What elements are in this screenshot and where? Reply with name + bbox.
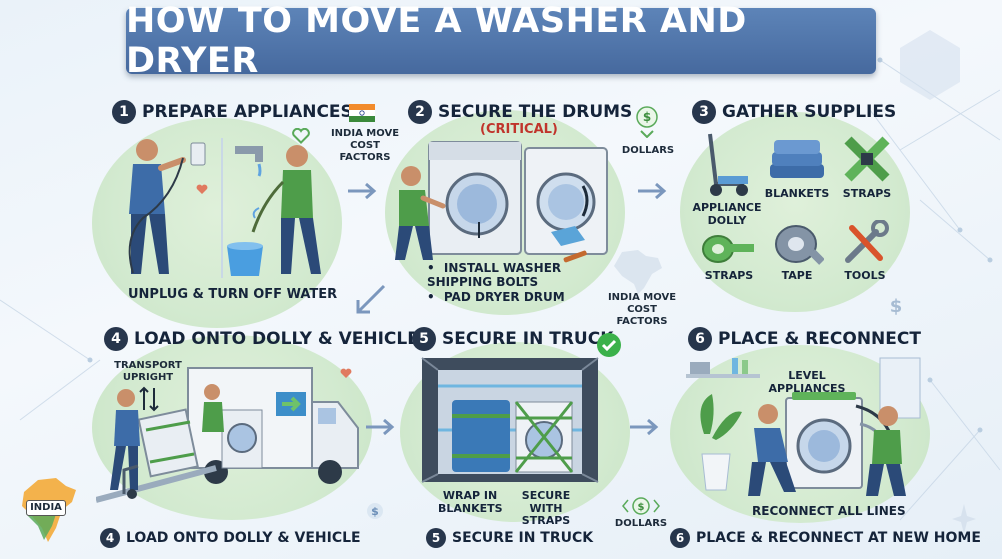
level-appliances-note: LEVEL APPLIANCES <box>768 369 846 395</box>
page-title: HOW TO MOVE A WASHER AND DRYER <box>126 1 747 81</box>
india-text: INDIA <box>30 502 62 513</box>
arrow-right-icon <box>348 182 377 200</box>
step-number: 4 <box>100 528 120 548</box>
heart-icon <box>196 184 208 194</box>
step-label: SECURE IN TRUCK <box>442 329 614 349</box>
chevron-down-icon <box>640 130 654 138</box>
step-number: 6 <box>670 528 690 548</box>
strap-roll-icon <box>702 235 754 263</box>
india-flag-icon <box>349 104 375 122</box>
bottom-caption-6: 6 PLACE & RECONNECT AT NEW HOME <box>670 528 981 548</box>
arrow-right-icon <box>366 418 395 436</box>
supply-label-straps-1: STRAPS <box>842 187 892 200</box>
step-number: 4 <box>104 327 128 351</box>
step-2-bullet-1: INSTALL WASHER SHIPPING BOLTS <box>427 261 577 290</box>
dollar-badge-icon: $ <box>367 503 383 519</box>
svg-text:$: $ <box>371 505 379 518</box>
heart-icon <box>292 128 310 144</box>
step-number: 6 <box>688 327 712 351</box>
arrow-right-icon <box>630 418 659 436</box>
step-6-caption: RECONNECT ALL LINES <box>752 504 906 518</box>
supply-label-straps-2: STRAPS <box>704 269 754 282</box>
svg-text:$: $ <box>638 502 645 513</box>
tape-icon <box>775 225 824 265</box>
dollar-exchange-icon: $ <box>622 497 660 515</box>
tools-icon <box>845 220 889 263</box>
step-label: PLACE & RECONNECT <box>718 329 921 349</box>
blankets-icon <box>770 140 824 178</box>
straps-icon <box>844 136 890 182</box>
truck-interior-illustration <box>421 357 599 483</box>
loading-truck-illustration <box>96 367 359 503</box>
step-label: SECURE THE DRUMS <box>438 102 633 122</box>
svg-text:$: $ <box>890 296 903 316</box>
step-2-critical-note: (CRITICAL) <box>480 122 558 137</box>
title-banner: HOW TO MOVE A WASHER AND DRYER <box>126 1 876 81</box>
step-6-header: 6 PLACE & RECONNECT <box>688 327 921 351</box>
step-2-header: 2 SECURE THE DRUMS <box>408 100 632 124</box>
step-1-header: 1 PREPARE APPLIANCES <box>112 100 353 124</box>
supply-label-tools: TOOLS <box>844 269 886 282</box>
step-4-header: 4 LOAD ONTO DOLLY & VEHICLE <box>104 327 419 351</box>
bullet-text: INSTALL WASHER SHIPPING BOLTS <box>427 261 562 289</box>
step-5-caption-wrap: WRAP IN BLANKETS <box>438 489 503 515</box>
step-1-caption: UNPLUG & TURN OFF WATER <box>128 287 338 302</box>
step-2-bullet-2: PAD DRYER DRUM <box>427 290 565 305</box>
sparkle-icon <box>952 504 976 534</box>
reconnect-illustration <box>686 357 921 496</box>
arrow-right-icon <box>638 182 667 200</box>
india-move-cost-label-middle: INDIA MOVE COST FACTORS <box>607 292 677 327</box>
india-map-watermark <box>614 250 662 294</box>
step-3-header: 3 GATHER SUPPLIES <box>692 100 896 124</box>
supply-label-blankets: BLANKETS <box>764 187 830 200</box>
heart-icon <box>340 368 352 378</box>
step-number: 1 <box>112 100 136 124</box>
bullet-text: PAD DRYER DRUM <box>443 290 565 304</box>
arrow-down-left-icon <box>356 284 386 314</box>
supply-label-dolly: APPLIANCE DOLLY <box>692 201 762 227</box>
bottom-caption-label: LOAD ONTO DOLLY & VEHICLE <box>126 530 361 546</box>
appliance-dolly-icon <box>708 133 748 196</box>
step-number: 5 <box>426 528 446 548</box>
step-number: 2 <box>408 100 432 124</box>
washer-dryer-drum-illustration <box>395 141 608 263</box>
dollar-sign-icon: $ <box>890 296 903 316</box>
bottom-caption-5: 5 SECURE IN TRUCK <box>426 528 593 548</box>
step-5-caption-straps: SECURE WITH STRAPS <box>521 489 571 528</box>
dollars-label-bottom: DOLLARS <box>614 518 668 529</box>
supply-label-tape: TAPE <box>781 269 813 282</box>
step-number: 5 <box>412 327 436 351</box>
up-down-arrow-icon <box>139 386 159 412</box>
bottom-caption-label: PLACE & RECONNECT AT NEW HOME <box>696 530 981 546</box>
svg-text:$: $ <box>643 110 651 124</box>
dollar-badge-icon: $ <box>636 106 658 128</box>
step-5-header: 5 SECURE IN TRUCK <box>412 327 613 351</box>
unplug-and-water-illustration <box>128 138 321 278</box>
bottom-caption-4: 4 LOAD ONTO DOLLY & VEHICLE <box>100 528 361 548</box>
dollars-label-top: DOLLARS <box>621 145 675 156</box>
step-label: PREPARE APPLIANCES <box>142 102 353 122</box>
step-number: 3 <box>692 100 716 124</box>
bottom-caption-label: SECURE IN TRUCK <box>452 530 594 546</box>
step-label: LOAD ONTO DOLLY & VEHICLE <box>134 329 419 349</box>
india-badge-label: INDIA <box>26 500 66 516</box>
check-circle-icon <box>597 333 621 357</box>
india-move-cost-label-top: INDIA MOVE COST FACTORS <box>330 128 400 163</box>
transport-upright-note: TRANSPORT UPRIGHT <box>114 360 182 383</box>
step-label: GATHER SUPPLIES <box>722 102 897 122</box>
